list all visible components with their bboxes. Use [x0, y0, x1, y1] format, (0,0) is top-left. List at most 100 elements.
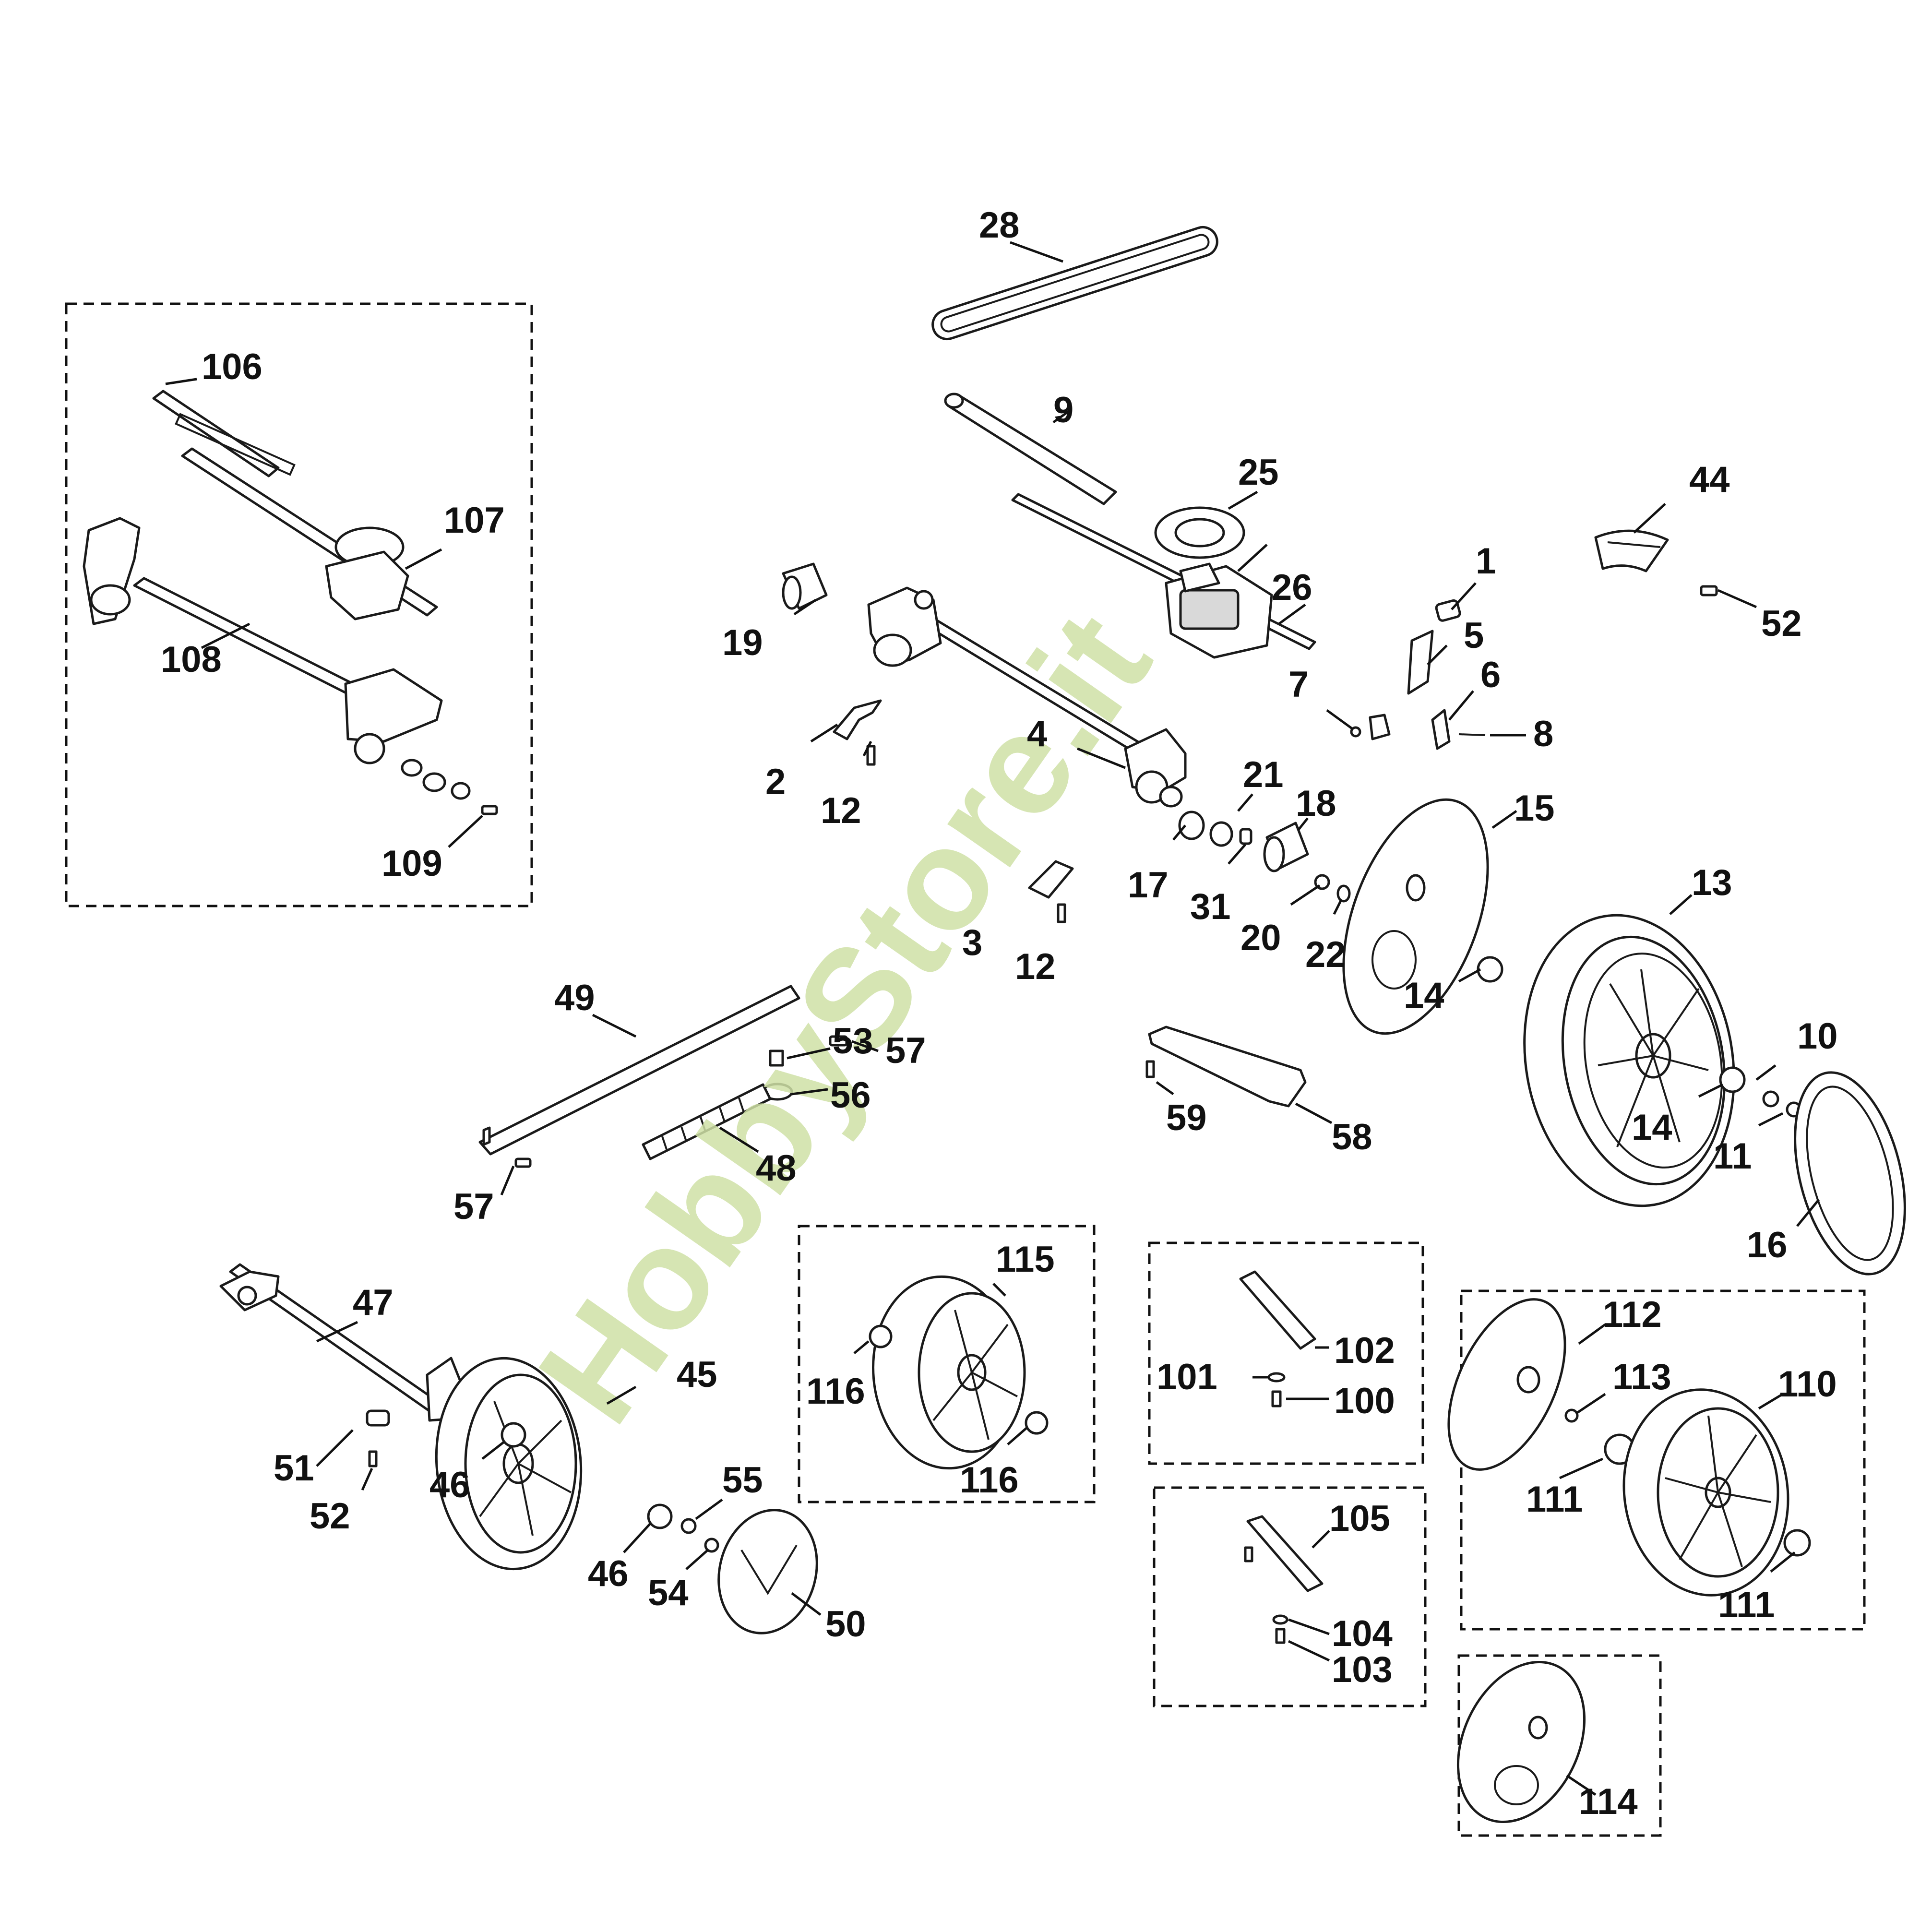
callout-13: 13 — [1692, 862, 1732, 903]
callout-105: 105 — [1329, 1498, 1390, 1539]
callout-112: 112 — [1603, 1294, 1662, 1335]
callout-51: 51 — [274, 1448, 314, 1489]
part-drawings — [83, 226, 1906, 1824]
callout-111a: 111 — [1526, 1479, 1583, 1520]
callout-9: 9 — [1053, 390, 1073, 430]
callout-50: 50 — [825, 1604, 866, 1645]
callout-110: 110 — [1778, 1364, 1837, 1405]
callouts: 28 9 25 26 44 52 1 5 6 7 8 19 2 12 4 21 … — [161, 205, 1838, 1822]
callout-16: 16 — [1747, 1225, 1788, 1265]
callout-28: 28 — [979, 205, 1020, 246]
wheel-110-part — [1447, 1298, 1811, 1597]
callout-21: 21 — [1243, 754, 1284, 795]
washer-part — [1719, 1066, 1746, 1093]
callout-14b: 14 — [1632, 1107, 1672, 1148]
callout-44: 44 — [1689, 459, 1730, 500]
watermark-text: HobbyStore.it — [507, 584, 1181, 1451]
callout-52: 52 — [1761, 603, 1802, 644]
callout-7: 7 — [1288, 664, 1309, 705]
callout-101: 101 — [1157, 1357, 1217, 1397]
callout-18: 18 — [1296, 783, 1336, 824]
cover-114-part — [1456, 1660, 1586, 1824]
callout-6: 6 — [1480, 655, 1501, 695]
callout-53: 53 — [833, 1021, 873, 1061]
gearbox-part — [1011, 493, 1316, 659]
callout-56: 56 — [830, 1075, 871, 1116]
callout-103: 103 — [1332, 1649, 1393, 1690]
callout-46a: 46 — [429, 1465, 470, 1505]
callout-12b: 12 — [1015, 946, 1056, 987]
nut-part — [680, 1518, 697, 1534]
callout-57b: 57 — [453, 1186, 494, 1227]
bracket-100-part — [1239, 1270, 1316, 1407]
callout-45: 45 — [677, 1354, 717, 1395]
bracket-103-part — [1244, 1515, 1324, 1644]
handle-bar-part — [478, 985, 848, 1168]
callout-52b: 52 — [310, 1496, 350, 1537]
nut-part — [704, 1538, 719, 1553]
callout-115: 115 — [996, 1239, 1055, 1280]
callout-2: 2 — [765, 762, 786, 802]
callout-3: 3 — [962, 922, 982, 963]
nut-part — [1762, 1090, 1779, 1108]
callout-12: 12 — [821, 790, 861, 831]
callout-26: 26 — [1272, 567, 1312, 608]
callout-109: 109 — [382, 843, 442, 884]
lever-part — [1028, 860, 1074, 923]
pinion-part — [782, 562, 828, 610]
callout-55: 55 — [722, 1460, 763, 1501]
belt-part — [931, 226, 1218, 341]
callout-48: 48 — [756, 1148, 797, 1189]
callout-108: 108 — [161, 639, 222, 680]
callout-20: 20 — [1240, 918, 1281, 958]
box-wheel-115 — [798, 1225, 1096, 1503]
callout-10: 10 — [1797, 1016, 1838, 1057]
bushing-parts — [1178, 811, 1351, 903]
callout-47: 47 — [353, 1282, 394, 1323]
callout-31: 31 — [1190, 886, 1231, 927]
callout-17: 17 — [1128, 865, 1169, 906]
washer-part — [1477, 956, 1503, 983]
callout-1: 1 — [1476, 541, 1496, 582]
wheel-cover-part — [1342, 798, 1489, 1035]
box-bracket-103 — [1153, 1486, 1427, 1707]
callout-11: 11 — [1713, 1136, 1752, 1177]
hubcap-part — [1794, 1071, 1906, 1276]
callout-104: 104 — [1332, 1613, 1393, 1654]
callout-59: 59 — [1166, 1097, 1207, 1138]
cover-part — [1594, 529, 1718, 596]
callout-25: 25 — [1238, 452, 1279, 493]
callout-113: 113 — [1612, 1357, 1671, 1397]
callout-116b: 116 — [960, 1460, 1019, 1501]
callout-106: 106 — [202, 346, 262, 387]
callout-100: 100 — [1334, 1381, 1395, 1421]
callout-22: 22 — [1305, 934, 1346, 975]
callout-15: 15 — [1514, 788, 1555, 829]
front-wheel-part — [435, 1357, 583, 1571]
callout-107: 107 — [444, 500, 505, 541]
washer-part — [501, 1422, 526, 1448]
callout-5: 5 — [1464, 615, 1484, 656]
callout-8: 8 — [1533, 714, 1553, 754]
callout-114: 114 — [1579, 1781, 1638, 1822]
callout-4: 4 — [1027, 714, 1047, 754]
rod-part — [944, 393, 1117, 505]
wheel-115-part — [869, 1275, 1049, 1470]
callout-116a: 116 — [806, 1371, 865, 1412]
box-drive-assembly-alt — [65, 302, 533, 907]
callout-14: 14 — [1404, 975, 1444, 1016]
callout-46b: 46 — [588, 1553, 629, 1594]
front-hubcap-part — [717, 1509, 818, 1634]
callout-19: 19 — [722, 622, 763, 663]
axle-assembly-part — [867, 586, 1187, 808]
spring-part — [642, 1049, 793, 1160]
alt-drive-assembly-part — [83, 390, 498, 815]
callout-57a: 57 — [885, 1030, 926, 1071]
callout-111b: 111 — [1718, 1585, 1775, 1625]
clip-part — [833, 699, 882, 766]
callout-49: 49 — [554, 978, 595, 1018]
washer-part — [647, 1503, 673, 1529]
callout-58: 58 — [1332, 1117, 1372, 1157]
box-bracket-100 — [1148, 1241, 1424, 1465]
